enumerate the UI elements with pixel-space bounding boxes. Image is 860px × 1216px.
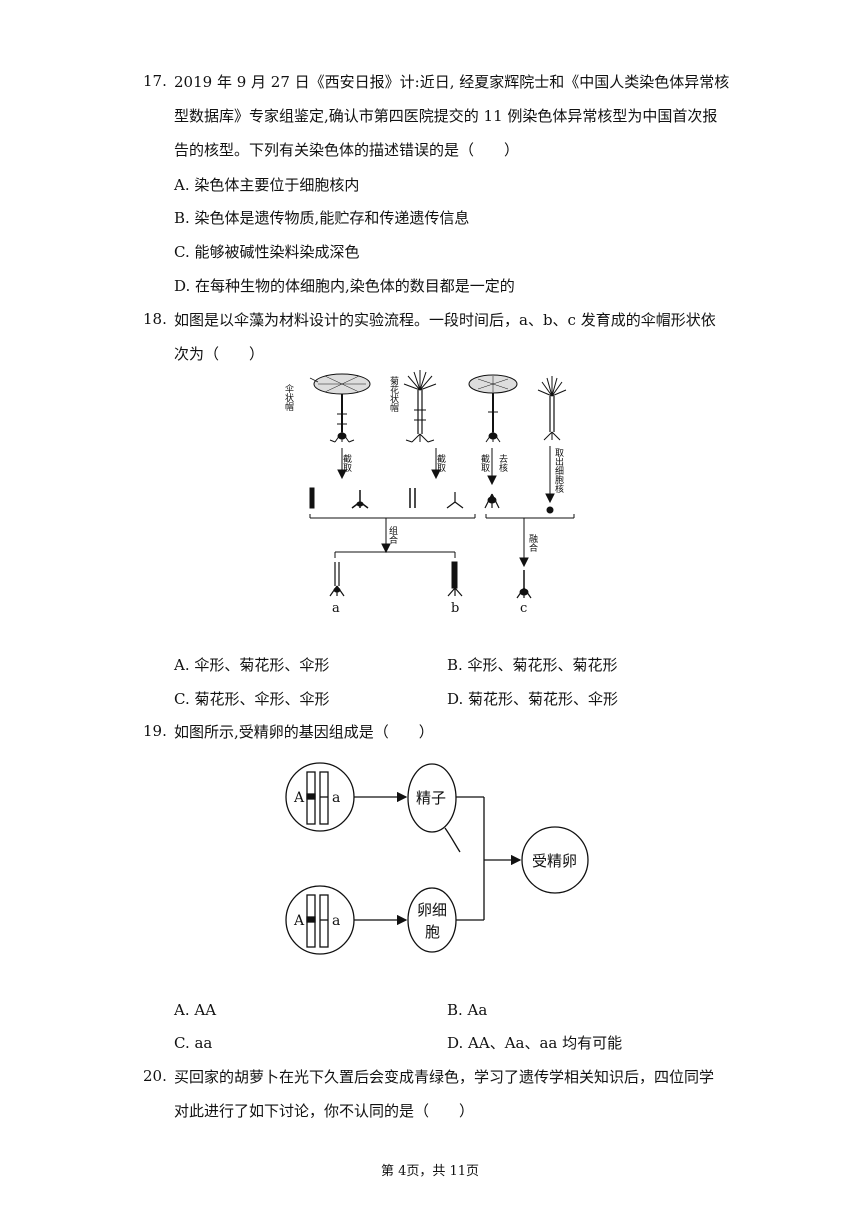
zygote-cell	[521, 826, 589, 894]
option-a[interactable]: A. AA	[174, 1001, 217, 1019]
option-d[interactable]: D. 在每种生物的体细胞内,染色体的数目都是一定的	[174, 277, 515, 295]
label-extract-nucleus: 取出细胞核	[553, 448, 564, 494]
label-cut-1: 截取	[341, 453, 352, 473]
label-fuse: 融合	[527, 534, 538, 553]
question-text-line: 如图所示,受精卵的基因组成是（ ）	[174, 723, 434, 741]
allele-a-top: a	[332, 790, 340, 806]
option-a[interactable]: A. 伞形、菊花形、伞形	[174, 656, 330, 674]
option-d[interactable]: D. 菊花形、菊花形、伞形	[447, 690, 619, 708]
sperm-cell	[407, 763, 457, 833]
question-text-line: 次为（ ）	[174, 345, 265, 363]
label-b: b	[451, 601, 459, 614]
allele-A-top: A	[293, 790, 305, 806]
label-denucleate: 去核	[497, 453, 508, 473]
umbrella-plant	[309, 373, 371, 443]
question-text-line: 告的核型。下列有关染色体的描述错误的是（ ）	[174, 141, 520, 159]
option-d[interactable]: D. AA、Aa、aa 均有可能	[447, 1034, 623, 1052]
question-number: 17.	[143, 72, 167, 90]
acetabularia-experiment-figure: 伞状帽 菊花状帽	[283, 370, 575, 614]
label-umbrella-cap: 伞状帽	[283, 383, 294, 412]
egg-label-line1: 卵细	[417, 901, 447, 919]
question-text-line: 买回家的胡萝卜在光下久置后会变成青绿色，学习了遗传学相关知识后，四位同学	[174, 1068, 715, 1086]
label-c: c	[520, 601, 527, 614]
option-c[interactable]: C. 能够被碱性染料染成深色	[174, 243, 360, 261]
allele-A-bottom: A	[293, 913, 305, 929]
label-combine: 组合	[387, 525, 398, 545]
option-a[interactable]: A. 染色体主要位于细胞核内	[174, 176, 360, 194]
label-cut-3: 截取	[479, 453, 490, 473]
option-c[interactable]: C. aa	[174, 1034, 213, 1052]
egg-cell	[407, 887, 457, 953]
label-a: a	[332, 601, 340, 614]
fertilization-diagram: A a A a 精子 卵细 胞 受精卵	[285, 762, 589, 955]
chrysanthemum-plant	[403, 370, 437, 443]
chrysanthemum-plant-2	[537, 376, 567, 441]
sperm-label: 精子	[416, 789, 446, 807]
question-text-line: 2019 年 9 月 27 日《西安日报》计:近日, 经夏家辉院士和《中国人类染…	[174, 73, 730, 91]
page-footer: 第 4页，共 11页	[380, 1164, 480, 1179]
question-number: 19.	[143, 722, 167, 740]
option-b[interactable]: B. 伞形、菊花形、菊花形	[447, 656, 618, 674]
question-number: 20.	[143, 1067, 167, 1085]
egg-label-line2: 胞	[425, 923, 440, 941]
question-text-line: 对此进行了如下讨论，你不认同的是（ ）	[174, 1102, 475, 1120]
umbrella-plant-2	[468, 374, 518, 443]
question-text-line: 如图是以伞藻为材料设计的实验流程。一段时间后，a、b、c 发育成的伞帽形状依	[174, 311, 716, 329]
label-chrysanthemum-cap: 菊花状帽	[388, 376, 399, 413]
allele-a-bottom: a	[332, 913, 340, 929]
option-c[interactable]: C. 菊花形、伞形、伞形	[174, 690, 330, 708]
option-b[interactable]: B. 染色体是遗传物质,能贮存和传递遗传信息	[174, 209, 470, 227]
label-cut-2: 截取	[435, 453, 446, 473]
question-text-line: 型数据库》专家组鉴定,确认市第四医院提交的 11 例染色体异常核型为中国首次报	[174, 107, 718, 125]
question-number: 18.	[143, 310, 167, 328]
zygote-label: 受精卵	[532, 852, 577, 870]
option-b[interactable]: B. Aa	[447, 1001, 488, 1019]
